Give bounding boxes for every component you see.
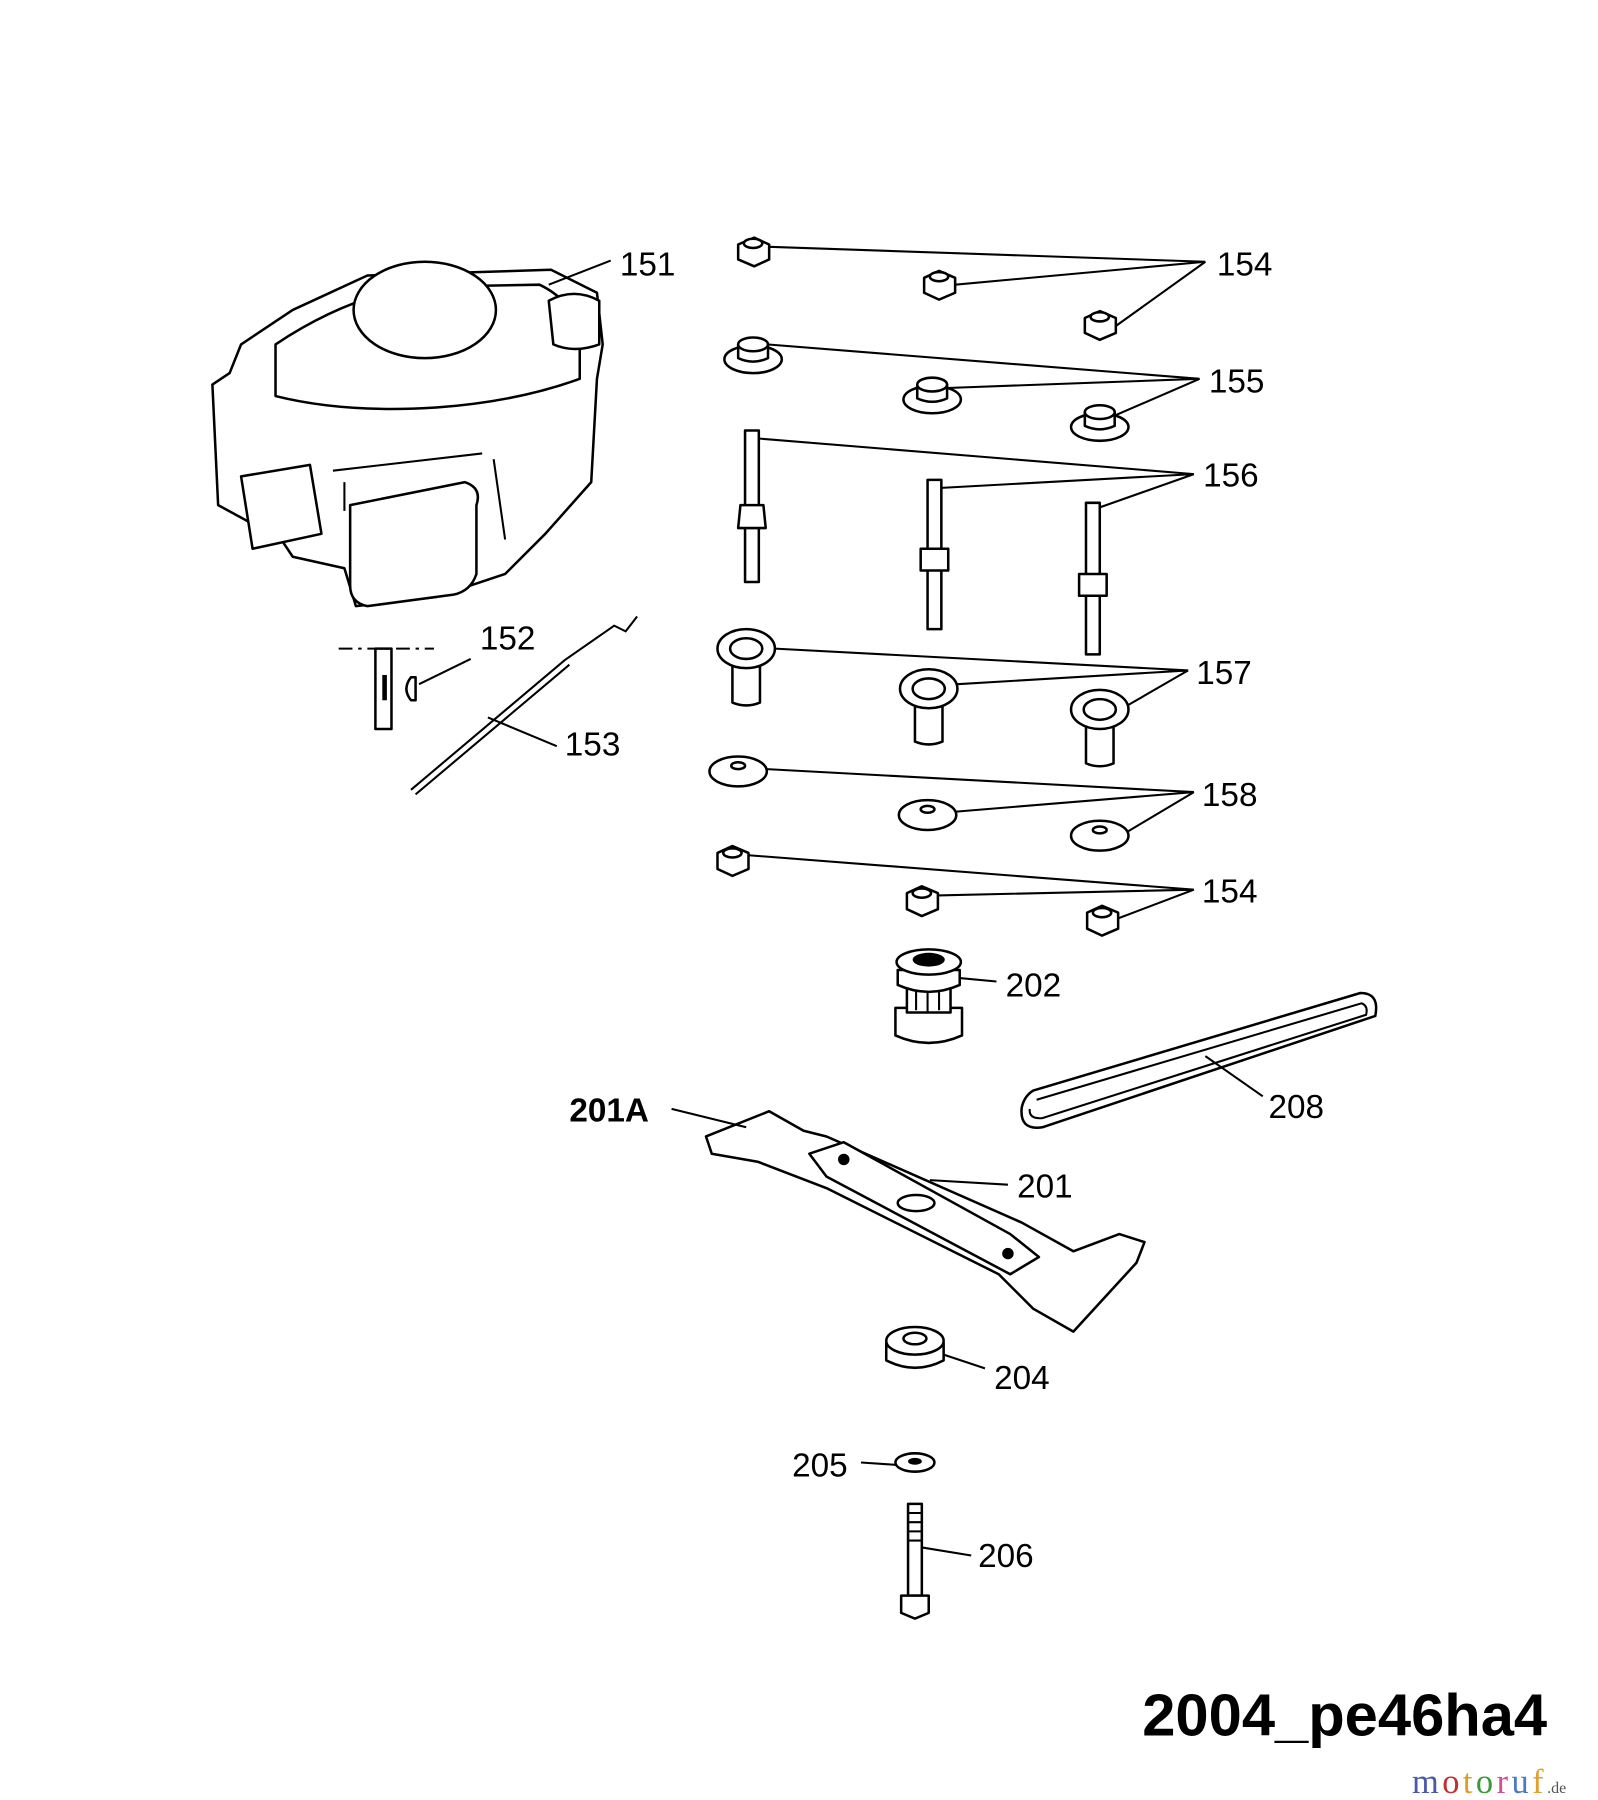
leader-205 bbox=[860, 1461, 896, 1466]
callout-201: 201 bbox=[1017, 1168, 1073, 1205]
leader-206 bbox=[921, 1546, 972, 1557]
callout-157: 157 bbox=[1196, 655, 1252, 692]
leaders-154-bottom bbox=[748, 854, 1195, 920]
callout-204: 204 bbox=[994, 1360, 1050, 1397]
leader-202 bbox=[959, 977, 997, 983]
blade-adapter-part-202 bbox=[894, 948, 964, 1045]
sleeves-part-157 bbox=[716, 627, 1130, 768]
leaders-155 bbox=[766, 343, 1201, 417]
engine-part-151 bbox=[211, 260, 604, 608]
studs-part-156 bbox=[736, 429, 1108, 656]
callout-205: 205 bbox=[792, 1447, 848, 1484]
callout-206: 206 bbox=[978, 1538, 1034, 1575]
leaders-154-top bbox=[769, 245, 1206, 327]
callout-154-bottom: 154 bbox=[1202, 873, 1258, 910]
callout-156: 156 bbox=[1203, 458, 1259, 495]
callout-202: 202 bbox=[1006, 967, 1062, 1004]
leader-152 bbox=[418, 658, 472, 686]
leaders-158 bbox=[766, 768, 1195, 833]
leaders-156 bbox=[758, 437, 1195, 509]
washer-part-205 bbox=[894, 1452, 936, 1473]
callout-201A: 201A bbox=[569, 1093, 649, 1130]
callout-208: 208 bbox=[1269, 1089, 1325, 1126]
leader-151 bbox=[548, 259, 612, 286]
callout-154-top: 154 bbox=[1217, 247, 1273, 284]
bushings-part-155 bbox=[723, 336, 1130, 443]
callout-152: 152 bbox=[480, 621, 536, 658]
leader-208 bbox=[1204, 1055, 1264, 1098]
mower-blade-part-201 bbox=[704, 1109, 1146, 1333]
washers-part-158 bbox=[708, 755, 1130, 852]
callout-158: 158 bbox=[1202, 777, 1258, 814]
diagram-title: 2004_pe46ha4 bbox=[1142, 1682, 1547, 1749]
leader-153 bbox=[487, 716, 558, 748]
lock-nuts-part-154-bottom bbox=[716, 844, 1120, 937]
blade-bolt-part-206 bbox=[899, 1502, 930, 1620]
drive-belt-part-208 bbox=[1020, 991, 1378, 1130]
leader-204 bbox=[943, 1353, 986, 1370]
blade-retainer-part-204 bbox=[884, 1325, 945, 1370]
leader-201A bbox=[671, 1107, 747, 1129]
throttle-cable-part-153 bbox=[410, 615, 638, 796]
callout-155: 155 bbox=[1209, 364, 1265, 401]
callout-151: 151 bbox=[620, 247, 676, 284]
leaders-157 bbox=[774, 647, 1189, 706]
callout-153: 153 bbox=[565, 726, 621, 763]
shaft-key-part-152 bbox=[338, 647, 434, 731]
leader-201 bbox=[929, 1179, 1008, 1186]
lock-nuts-part-154-top bbox=[736, 236, 1118, 342]
